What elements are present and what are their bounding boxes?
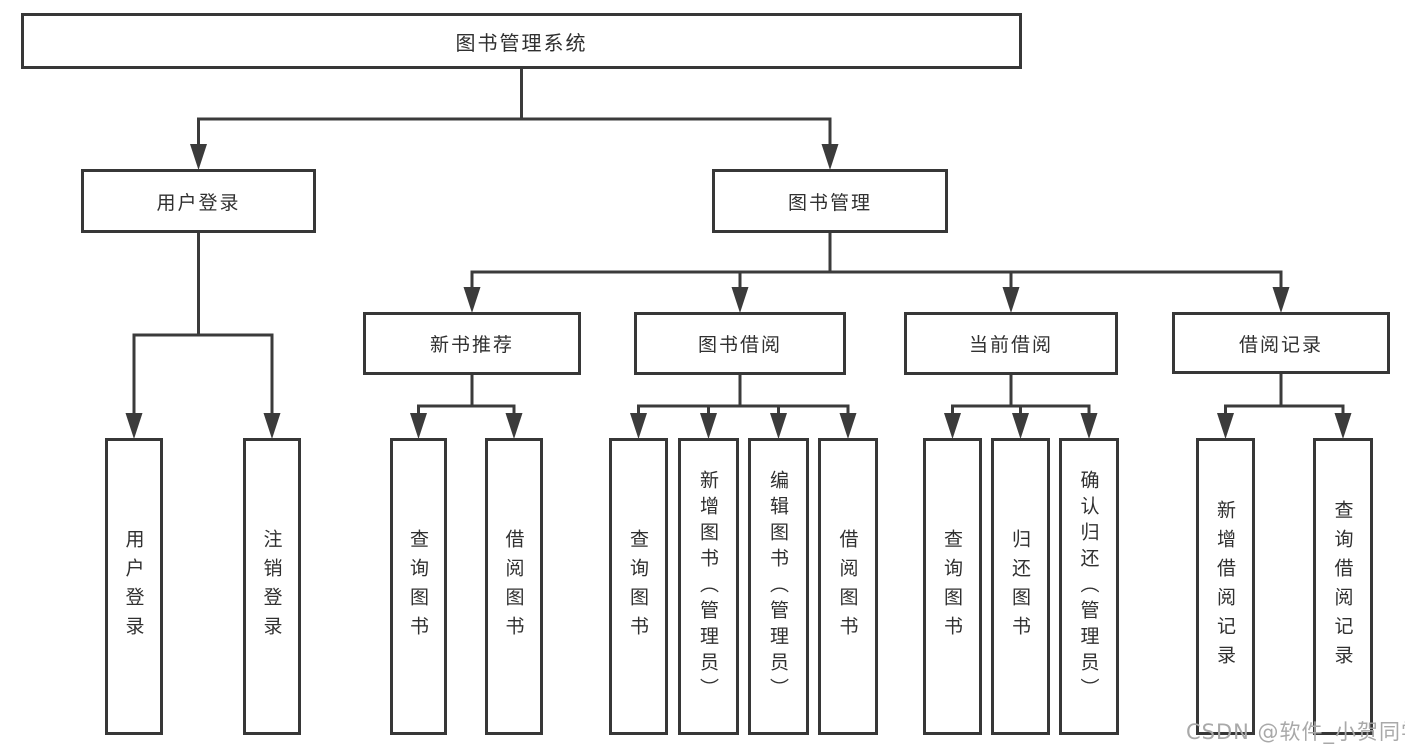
leaf-confirm-return-admin: 确认归还（管理员）: [1059, 438, 1119, 735]
node-current-borrowing: 当前借阅: [904, 312, 1118, 375]
leaf-borrowing-query-books: 查询图书: [609, 438, 668, 735]
csdn-watermark: CSDN @软件_小贺同学: [1186, 720, 1405, 744]
leaf-user-login: 用户登录: [105, 438, 163, 735]
node-book-borrowing: 图书借阅: [634, 312, 846, 375]
leaf-add-books-admin: 新增图书（管理员）: [678, 438, 739, 735]
arrowheads: [125, 144, 1352, 439]
leaf-return-books: 归还图书: [991, 438, 1050, 735]
node-library-management-system: 图书管理系统: [21, 13, 1022, 69]
leaf-current-query-books: 查询图书: [923, 438, 982, 735]
node-borrowing-records: 借阅记录: [1172, 312, 1390, 374]
leaf-borrowing-borrow-books: 借阅图书: [818, 438, 878, 735]
leaf-add-borrow-record: 新增借阅记录: [1196, 438, 1255, 735]
leaf-recommend-query-books: 查询图书: [390, 438, 447, 735]
leaf-query-borrow-record: 查询借阅记录: [1313, 438, 1373, 735]
node-user-login: 用户登录: [81, 169, 316, 233]
node-new-book-recommend: 新书推荐: [363, 312, 581, 375]
leaf-logout: 注销登录: [243, 438, 301, 735]
leaf-edit-books-admin: 编辑图书（管理员）: [748, 438, 809, 735]
connector-shafts: [132, 69, 1345, 420]
leaf-recommend-borrow-books: 借阅图书: [485, 438, 543, 735]
node-book-management: 图书管理: [712, 169, 948, 233]
